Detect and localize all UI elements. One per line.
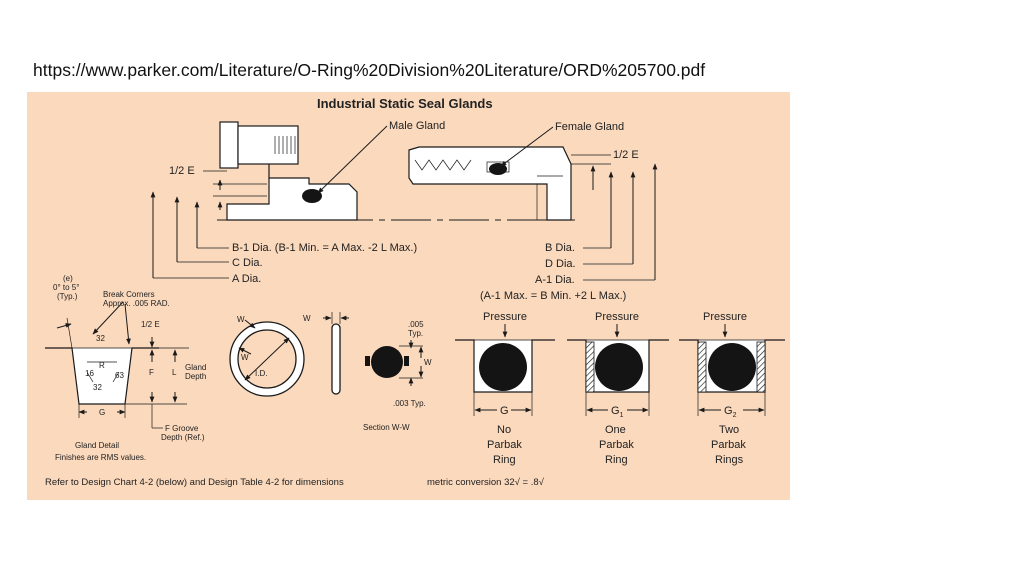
gland-one-parbak: Pressure G1 One Parbak Ring <box>567 311 669 466</box>
female-gland-label: Female Gland <box>555 121 624 133</box>
o-ring-id: I.D. <box>255 369 267 378</box>
section-w-label: W <box>424 358 432 367</box>
gland-2-dim: G1 <box>611 405 624 419</box>
o-ring-w-inner: W <box>241 353 249 362</box>
seal-gland-diagram: Industrial Static Seal Glands Male Gland… <box>45 96 785 488</box>
f-groove-label-2: Depth (Ref.) <box>161 433 205 442</box>
gland-2-line1: One <box>605 424 626 436</box>
gland-3-line1: Two <box>719 424 739 436</box>
diagram-title: Industrial Static Seal Glands <box>317 96 493 111</box>
l-label: L <box>172 368 177 377</box>
finishes-caption: Finishes are RMS values. <box>55 453 146 462</box>
finish-r: R <box>99 361 105 370</box>
gland-3-dim: G2 <box>724 405 737 419</box>
break-corners-radius-label: Approx. .005 RAD. <box>103 299 170 308</box>
male-gland-label: Male Gland <box>389 120 445 132</box>
gland-1-line2: Parbak <box>487 439 522 451</box>
male-fitting <box>219 121 358 221</box>
right-dimension-leaders <box>583 163 658 281</box>
o-ring-side-view <box>323 312 349 395</box>
source-url: https://www.parker.com/Literature/O-Ring… <box>33 60 706 80</box>
finish-63: 63 <box>115 371 124 380</box>
a-dia-label: A Dia. <box>232 273 261 285</box>
gland-3-line3: Rings <box>715 454 744 466</box>
o-ring-w-side: W <box>303 314 311 323</box>
gland-1-pressure: Pressure <box>483 311 527 323</box>
finish-32-bottom: 32 <box>93 383 102 392</box>
section-w-w <box>365 340 424 386</box>
gland-2-pressure: Pressure <box>595 311 639 323</box>
gland-depth-label-1: Gland <box>185 363 206 372</box>
d-dia-label: D Dia. <box>545 258 576 270</box>
section-005-typ-label: Typ. <box>408 329 423 338</box>
footer-left-note: Refer to Design Chart 4-2 (below) and De… <box>45 477 344 488</box>
g-label: G <box>99 408 105 417</box>
section-005-label: .005 <box>408 320 424 329</box>
gland-half-e-label: 1/2 E <box>141 320 160 329</box>
half-e-left-label: 1/2 E <box>169 165 195 177</box>
gland-two-parbak: Pressure G2 Two Parbak Rings <box>679 311 785 466</box>
gland-3-pressure: Pressure <box>703 311 747 323</box>
gland-depth-label-2: Depth <box>185 372 206 381</box>
o-ring-w-top: W <box>237 315 245 324</box>
finish-16: 16 <box>85 369 94 378</box>
o-ring-front-view <box>229 319 305 397</box>
finish-32-top: 32 <box>96 334 105 343</box>
left-dimension-leaders <box>150 191 229 279</box>
gland-1-line1: No <box>497 424 511 436</box>
a1-dia-label: A-1 Dia. <box>535 274 575 286</box>
male-gland-o-ring <box>302 189 322 203</box>
angle-range-label: 0° to 5° <box>53 283 79 292</box>
gland-3-line2: Parbak <box>711 439 746 451</box>
b-dia-label: B Dia. <box>545 242 575 254</box>
a1-note-label: (A-1 Max. = B Min. +2 L Max.) <box>480 290 626 302</box>
f-groove-label-1: F Groove <box>165 424 199 433</box>
gland-2-line3: Ring <box>605 454 628 466</box>
gland-2-line2: Parbak <box>599 439 634 451</box>
section-003-label: .003 Typ. <box>393 399 426 408</box>
angle-typ-label: (Typ.) <box>57 292 78 301</box>
c-dia-label: C Dia. <box>232 257 263 269</box>
footer-right-note: metric conversion 32√ = .8√ <box>427 477 545 488</box>
gland-detail-caption: Gland Detail <box>75 441 119 450</box>
female-fitting <box>408 146 572 221</box>
half-e-right-label: 1/2 E <box>613 149 639 161</box>
section-caption: Section W-W <box>363 423 410 432</box>
b1-dia-label: B-1 Dia. (B-1 Min. = A Max. -2 L Max.) <box>232 242 417 254</box>
break-corners-label: Break Corners <box>103 290 155 299</box>
female-gland-o-ring <box>489 163 507 175</box>
gland-detail <box>45 301 189 429</box>
gland-1-dim: G <box>500 405 509 417</box>
gland-no-parbak: Pressure G No Parbak Ring <box>455 311 555 466</box>
gland-1-line3: Ring <box>493 454 516 466</box>
angle-e-label: (e) <box>63 274 73 283</box>
f-label: F <box>149 368 154 377</box>
